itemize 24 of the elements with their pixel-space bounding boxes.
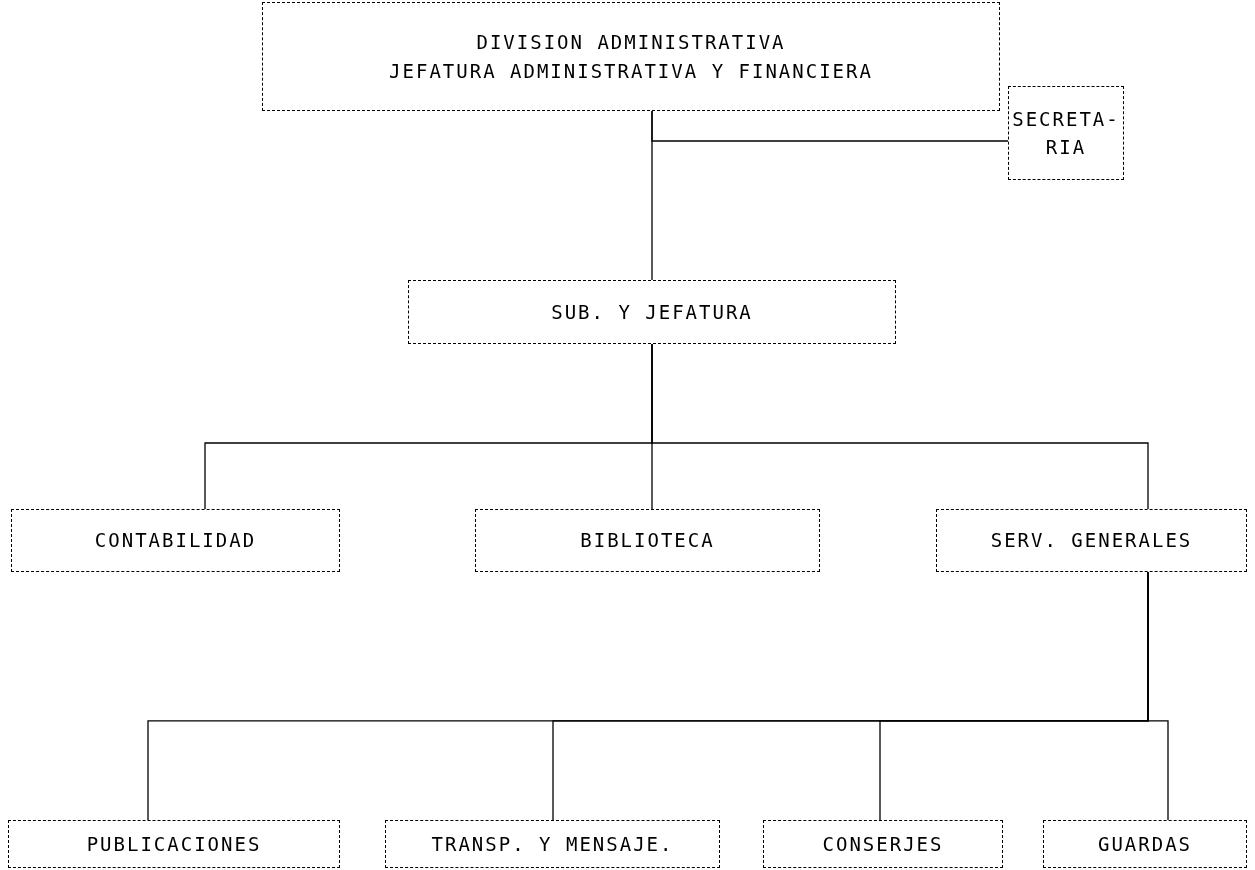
org-unit-box [763,820,1003,868]
unit-name: SECRETA- RIA [1011,106,1121,160]
unit-name: DIVISION ADMINISTRATIVA [476,30,786,55]
unit-name: CONSERJES [822,831,944,857]
unit-name: SUB. Y JEFATURA [551,299,753,325]
unit-name: TRANSP. Y MENSAJE. [431,831,674,857]
org-unit-box [408,280,896,344]
unit-name: SERV. GENERALES [990,528,1193,554]
connector-line [1147,571,1169,821]
org-unit-box [1043,820,1247,868]
connector-line [651,110,653,281]
org-unit-box [385,820,720,868]
unit-name: BIBLIOTECA [580,528,715,554]
connector-line [651,343,1149,510]
unit-name: CONTABILIDAD [94,528,257,554]
org-unit-box [8,820,340,868]
org-unit-box [1008,86,1124,180]
org-unit-box [936,509,1247,572]
unit-name: PUBLICACIONES [86,831,262,857]
unit-name: GUARDAS [1097,831,1193,857]
org-unit-box [11,509,340,572]
org-unit-box [262,2,1000,111]
org-unit-box [475,509,820,572]
unit-name: JEFATURA ADMINISTRATIVA Y FINANCIERA [389,58,873,84]
